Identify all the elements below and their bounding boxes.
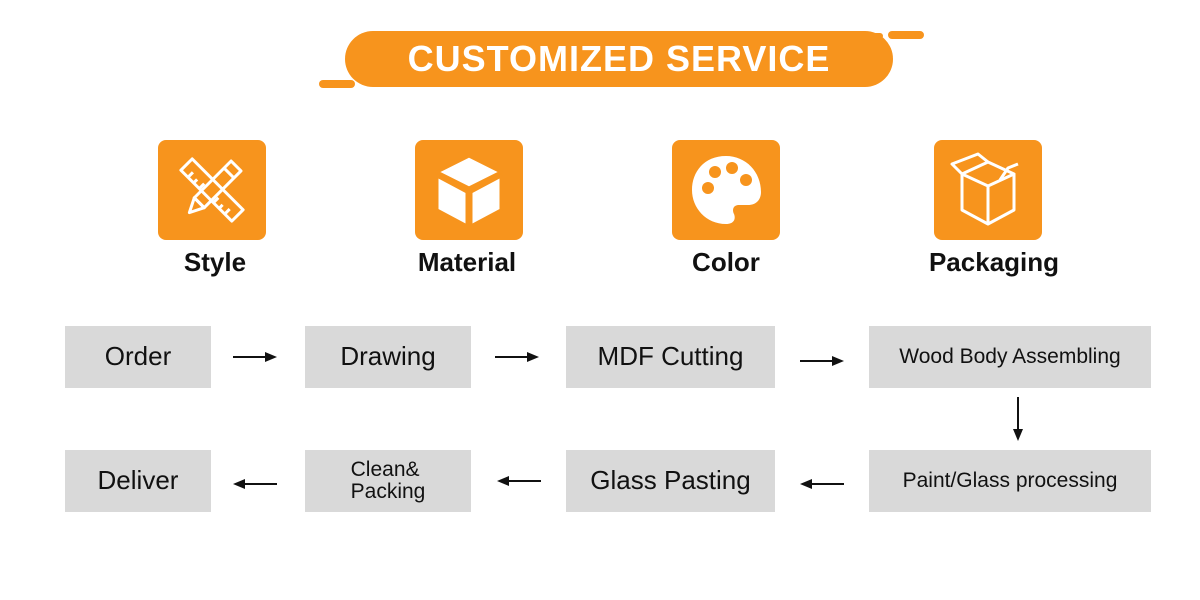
step-deliver: Deliver: [65, 450, 211, 512]
step-mdf-cutting: MDF Cutting: [566, 326, 775, 388]
option-label-material: Material: [417, 247, 517, 277]
section-banner: CUSTOMIZED SERVICE: [345, 31, 893, 87]
banner-title: CUSTOMIZED SERVICE: [407, 38, 831, 79]
cube-icon: [435, 154, 503, 228]
option-label-packaging: Packaging: [928, 247, 1060, 277]
step-drawing: Drawing: [305, 326, 471, 388]
option-label-style: Style: [183, 247, 247, 277]
banner-decoration-left: [319, 80, 355, 88]
arrow-left-1: [800, 479, 844, 489]
material-tile: [415, 140, 523, 240]
box-icon: [950, 152, 1019, 226]
arrow-left-2: [497, 476, 541, 486]
step-wood-body-assembling: Wood Body Assembling: [869, 326, 1151, 388]
palette-icon: [692, 156, 761, 224]
arrow-right-3: [800, 356, 844, 366]
step-glass-pasting: Glass Pasting: [566, 450, 775, 512]
banner-decoration-right-top: [888, 31, 924, 39]
arrow-right-2: [495, 352, 539, 362]
arrow-left-3: [233, 479, 277, 489]
step-clean-packing: Clean& Packing: [305, 450, 471, 512]
step-paint-glass-processing: Paint/Glass processing: [869, 450, 1151, 512]
color-tile: [672, 140, 780, 240]
pencil-ruler-icon: [179, 157, 245, 223]
option-label-color: Color: [692, 247, 760, 277]
step-order: Order: [65, 326, 211, 388]
arrow-right-1: [233, 352, 277, 362]
style-tile: [158, 140, 266, 240]
arrow-down: [1013, 397, 1023, 441]
packaging-tile: [934, 140, 1042, 240]
